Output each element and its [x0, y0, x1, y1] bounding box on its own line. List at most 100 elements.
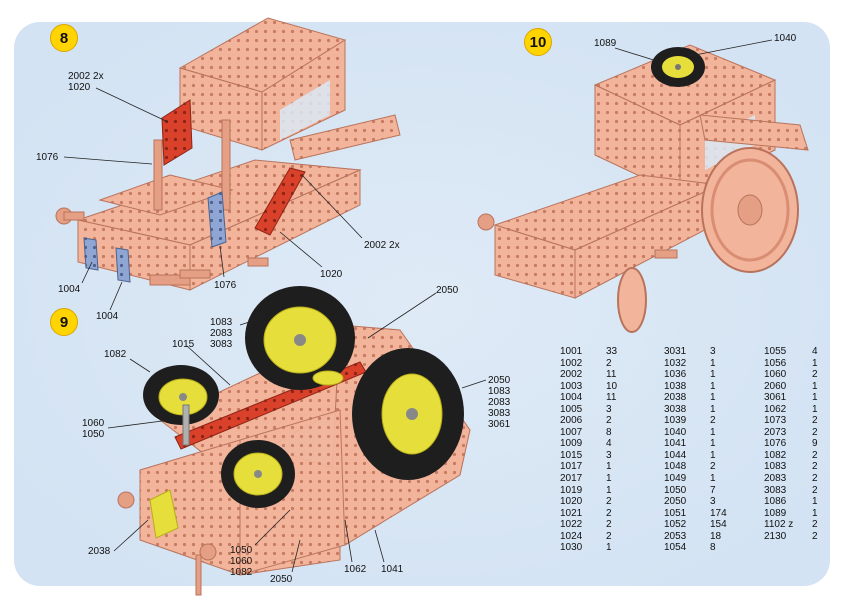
- step-9-badge: 9: [50, 308, 78, 336]
- step9-callout-2050-bottom: 2050: [270, 574, 293, 585]
- part-quantity: 1: [710, 403, 716, 415]
- part-quantity: 2: [812, 369, 818, 381]
- part-quantity: 7: [710, 484, 716, 496]
- part-number: 1007: [560, 426, 583, 438]
- part-quantity: 1: [606, 473, 612, 485]
- step8-callout-1004-bottom: 1004: [96, 311, 119, 322]
- part-quantity: 10: [606, 380, 618, 392]
- part-number: 1051: [664, 507, 687, 519]
- part-number: 1048: [664, 461, 687, 473]
- step10-callout-1040: 1040: [774, 33, 797, 44]
- part-quantity: 3: [710, 346, 716, 357]
- part-number: 1073: [764, 415, 787, 427]
- step9-callout-2050-top: 2050: [436, 285, 459, 296]
- part-number: 1015: [560, 449, 583, 461]
- part-number: 2130: [764, 530, 787, 542]
- part-quantity: 1: [710, 473, 716, 485]
- part-quantity: 2: [606, 357, 612, 369]
- part-quantity: 2: [812, 484, 818, 496]
- step9-callout-1060-1050: 1060 1050: [82, 418, 105, 440]
- step-8-badge: 8: [50, 24, 78, 52]
- part-number: 1054: [664, 542, 687, 554]
- part-quantity: 1: [812, 403, 818, 415]
- part-number: 1041: [664, 438, 687, 450]
- part-quantity: 1: [710, 380, 716, 392]
- part-number: 1076: [764, 438, 787, 450]
- step8-tractor-frame: [55, 17, 401, 291]
- part-number: 1001: [560, 346, 583, 357]
- part-quantity: 1: [710, 449, 716, 461]
- step8-callout-1004-left: 1004: [58, 284, 81, 295]
- part-quantity: 1: [812, 357, 818, 369]
- part-quantity: 2: [812, 449, 818, 461]
- part-number: 1005: [560, 403, 583, 415]
- part-quantity: 2: [812, 461, 818, 473]
- part-quantity: 1: [812, 496, 818, 508]
- part-quantity: 1: [606, 461, 612, 473]
- step9-callout-lines: [107, 292, 487, 573]
- part-number: 1022: [560, 519, 583, 531]
- part-quantity: 2: [606, 507, 612, 519]
- part-number: 1049: [664, 473, 687, 485]
- part-number: 3061: [764, 392, 787, 404]
- part-quantity: 3: [710, 496, 716, 508]
- step9-callout-1083-group-left: 1083 2083 3083: [210, 317, 233, 350]
- step-10-badge: 10: [524, 28, 552, 56]
- part-number: 3038: [664, 403, 687, 415]
- part-quantity: 1: [710, 426, 716, 438]
- part-number: 2060: [764, 380, 787, 392]
- part-number: 1086: [764, 496, 787, 508]
- part-number: 1038: [664, 380, 687, 392]
- part-quantity: 2: [710, 415, 716, 427]
- part-quantity: 9: [812, 438, 818, 450]
- part-quantity: 3: [606, 403, 612, 415]
- part-number: 1062: [764, 403, 787, 415]
- part-quantity: 18: [710, 530, 722, 542]
- part-quantity: 33: [606, 346, 618, 357]
- step9-tractor-frame: [117, 286, 471, 596]
- part-quantity: 2: [606, 496, 612, 508]
- part-quantity: 1: [812, 507, 818, 519]
- step9-callout-2038: 2038: [88, 546, 111, 557]
- part-quantity: 1: [606, 542, 612, 554]
- part-quantity: 1: [812, 380, 818, 392]
- part-number: 1056: [764, 357, 787, 369]
- part-number: 2053: [664, 530, 687, 542]
- part-number: 1060: [764, 369, 787, 381]
- part-number: 1039: [664, 415, 687, 427]
- part-number: 1019: [560, 484, 583, 496]
- step9-callout-group-right: 2050 1083 2083 3083 3061: [488, 375, 511, 430]
- part-number: 2038: [664, 392, 687, 404]
- part-number: 1044: [664, 449, 687, 461]
- part-quantity: 1: [710, 392, 716, 404]
- step-10-number: 10: [529, 33, 547, 51]
- part-number: 2006: [560, 415, 583, 427]
- step-9-number: 9: [59, 313, 69, 331]
- part-quantity: 2: [812, 473, 818, 485]
- part-number: 1003: [560, 380, 583, 392]
- part-quantity: 1: [710, 357, 716, 369]
- part-number: 1089: [764, 507, 787, 519]
- part-quantity: 154: [710, 519, 727, 531]
- part-number: 2002: [560, 369, 583, 381]
- part-quantity: 2: [606, 530, 612, 542]
- step8-callout-2002-right: 2002 2x: [364, 240, 400, 251]
- part-quantity: 11: [606, 392, 617, 404]
- part-quantity: 2: [710, 461, 716, 473]
- step9-callout-1082: 1082: [104, 349, 127, 360]
- part-number: 1050: [664, 484, 687, 496]
- step8-callout-2002-1020: 2002 2x 1020: [68, 71, 104, 93]
- part-quantity: 2: [812, 426, 818, 438]
- part-number: 1052: [664, 519, 687, 531]
- part-number: 2083: [764, 473, 787, 485]
- part-number: 2050: [664, 496, 687, 508]
- step8-callout-1076-left: 1076: [36, 152, 59, 163]
- part-quantity: 3: [606, 449, 612, 461]
- step8-callout-lines: [63, 87, 363, 311]
- part-number: 1036: [664, 369, 687, 381]
- part-number: 1030: [560, 542, 583, 554]
- part-number: 1082: [764, 449, 787, 461]
- part-number: 1004: [560, 392, 583, 404]
- step8-callout-1076-bottom: 1076: [214, 280, 237, 291]
